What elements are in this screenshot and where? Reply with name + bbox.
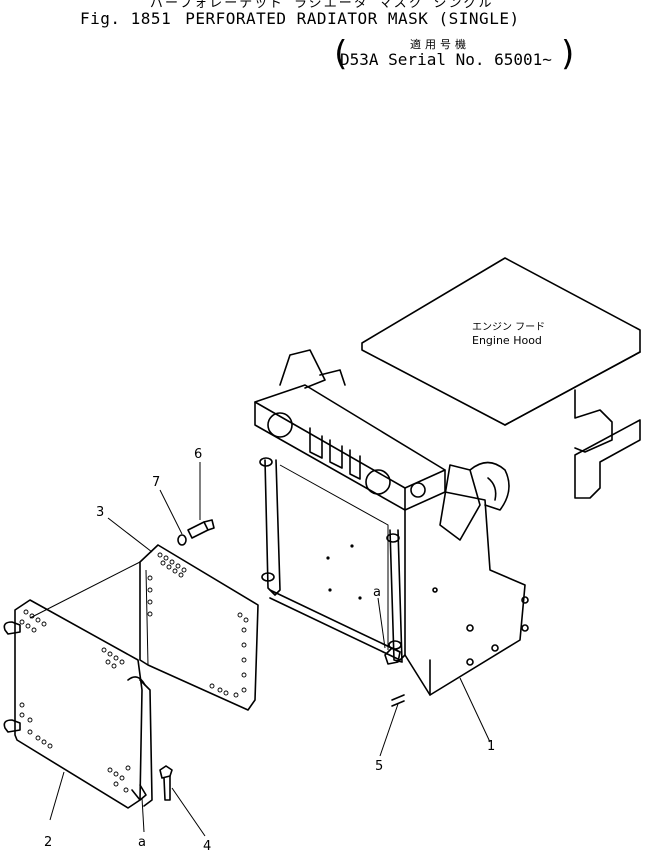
perforated-mask-front [3, 599, 153, 809]
bolt-part-4 [159, 765, 173, 801]
left-paren-glyph: ( [330, 34, 351, 74]
callout-3: 3 [96, 505, 104, 520]
figure-title: PERFORATED RADIATOR MASK (SINGLE) [185, 9, 520, 28]
applicability-serial: D53A Serial No. 65001~ [340, 50, 552, 69]
callout-4: 4 [203, 839, 211, 851]
callout-6: 6 [194, 447, 202, 462]
right-paren-glyph: ) [558, 34, 579, 74]
radiator-guard-frame [254, 349, 529, 696]
callout-7: 7 [152, 475, 160, 490]
perforation-dots-front [19, 609, 131, 793]
clip-part-5 [391, 694, 405, 707]
callout-a-top: a [373, 585, 381, 600]
applicability-jp: 適用号機 [410, 38, 470, 51]
callout-5: 5 [375, 759, 383, 774]
engine-hood-jp-label: エンジン フード [472, 322, 545, 333]
engine-hood: エンジン フード Engine Hood [361, 257, 641, 499]
bolt-part-6 [187, 519, 215, 539]
callout-a-bottom: a [138, 835, 146, 850]
engine-hood-label: Engine Hood [472, 334, 542, 347]
figure-number: Fig. 1851 [80, 9, 172, 28]
callout-1: 1 [487, 739, 495, 754]
washer-part-7 [177, 534, 187, 546]
callout-2: 2 [44, 835, 52, 850]
perforated-mask-rear [139, 544, 259, 711]
figure-title-line: Fig. 1851 PERFORATED RADIATOR MASK (SINGL… [80, 9, 520, 28]
perforation-dots-rear [147, 552, 249, 698]
japanese-title: パーフォレーテッド ラジエータ マスク シングル [150, 0, 494, 11]
leader-lines [29, 462, 491, 837]
